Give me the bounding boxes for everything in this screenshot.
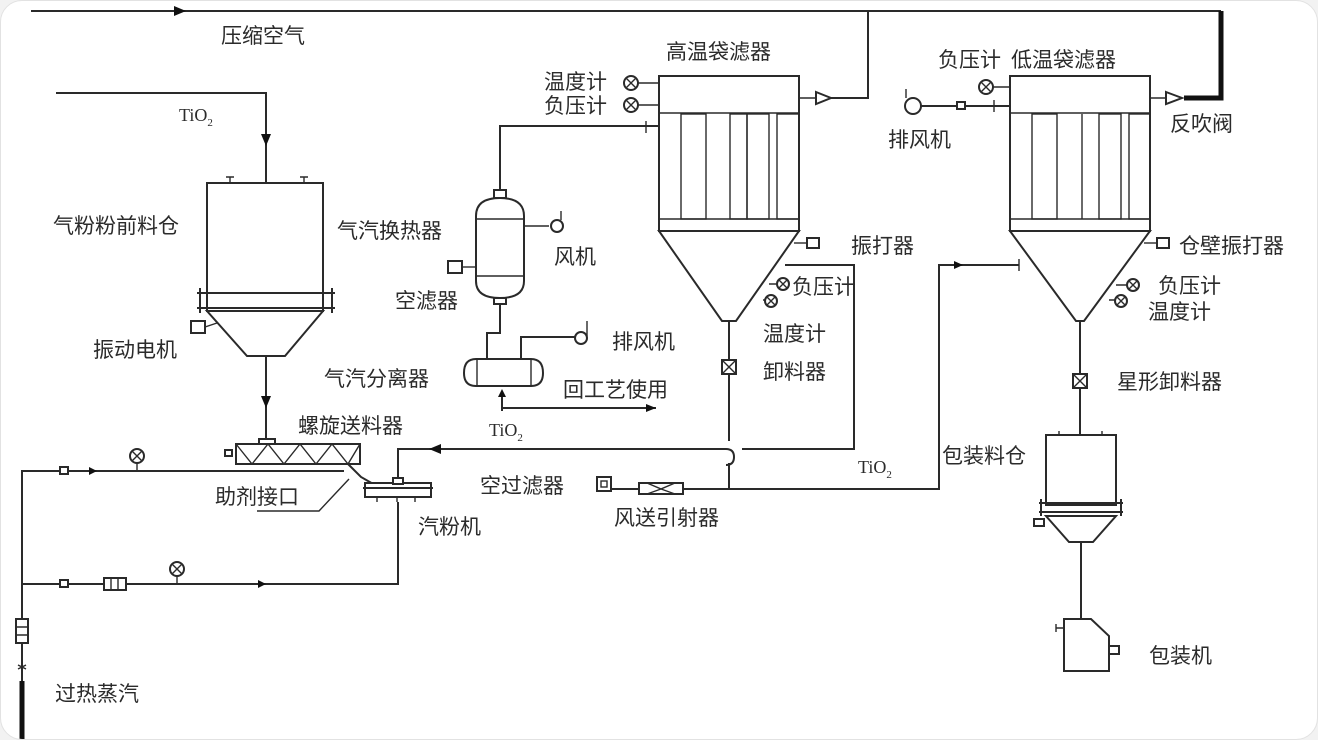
line-crossover bbox=[563, 448, 736, 466]
label-steam-mill: 汽粉机 bbox=[418, 515, 481, 539]
label-vibration-motor: 振动电机 bbox=[93, 338, 177, 362]
label-air-ejector: 风送引射器 bbox=[614, 506, 719, 530]
tio2-recycle-line bbox=[742, 264, 855, 450]
flow-arrow-icon bbox=[174, 6, 186, 16]
label-steam-heat-exchanger: 气汽换热器 bbox=[337, 219, 442, 243]
valve-icon bbox=[59, 466, 69, 475]
label-ht-cone-vacuum-gauge: 负压计 bbox=[792, 275, 855, 299]
label-ht-cone-thermometer: 温度计 bbox=[763, 322, 826, 346]
steam-trap-icon bbox=[15, 618, 29, 644]
flow-arrow-icon bbox=[646, 404, 656, 412]
rapper-icon bbox=[806, 237, 820, 249]
label-ht-vacuum-gauge: 负压计 bbox=[544, 94, 607, 118]
pre-mill-bin bbox=[190, 176, 335, 439]
label-packing-bin: 包装料仓 bbox=[942, 444, 1026, 468]
label-wall-rapper: 仓壁振打器 bbox=[1179, 234, 1284, 258]
steam-separator bbox=[462, 321, 656, 412]
blowback-valve-icon bbox=[815, 90, 834, 106]
flow-arrow-icon bbox=[954, 261, 963, 269]
label-steam-separator: 气汽分离器 bbox=[324, 367, 429, 391]
packing-machine bbox=[1055, 618, 1120, 672]
label-screw-feeder: 螺旋送料器 bbox=[298, 414, 403, 438]
low-temp-bag-filter bbox=[904, 75, 1185, 436]
steam-heat-exchanger bbox=[447, 125, 658, 363]
label-packing-machine: 包装机 bbox=[1149, 644, 1212, 668]
label-compressed-air: 压缩空气 bbox=[221, 24, 305, 48]
label-ht-thermometer: 温度计 bbox=[544, 70, 607, 94]
label-exhaust-fan-1: 排风机 bbox=[612, 330, 675, 354]
label-air-filter-2: 空过滤器 bbox=[480, 474, 564, 498]
flow-arrow-icon bbox=[429, 444, 441, 454]
flow-arrow-icon bbox=[89, 467, 97, 475]
additive-port-leader bbox=[257, 478, 350, 512]
label-ht-discharger: 卸料器 bbox=[763, 360, 826, 384]
vibration-motor-icon bbox=[190, 320, 206, 334]
high-temp-bag-filter bbox=[623, 75, 834, 489]
label-tio2-to-packing: TiO2 bbox=[858, 457, 892, 481]
label-lt-bag-filter: 低温袋滤器 bbox=[1011, 48, 1116, 72]
label-ht-rapper: 振打器 bbox=[851, 234, 914, 258]
label-ht-bag-filter: 高温袋滤器 bbox=[666, 40, 771, 64]
label-lt-cone-thermometer: 温度计 bbox=[1148, 300, 1211, 324]
fan-icon bbox=[550, 219, 564, 233]
steam-mill bbox=[363, 444, 563, 502]
flow-arrow-icon bbox=[261, 134, 271, 146]
pneumatic-conveying-line bbox=[596, 259, 1020, 495]
packing-bin bbox=[1033, 431, 1123, 618]
superheated-steam-line bbox=[15, 448, 399, 739]
label-return-to-process: 回工艺使用 bbox=[563, 378, 668, 402]
flow-arrow-icon bbox=[261, 396, 271, 408]
exhaust-fan-icon bbox=[904, 97, 922, 115]
air-filter-icon bbox=[447, 260, 463, 274]
label-blowback-valve: 反吹阀 bbox=[1170, 112, 1233, 136]
label-air-filter-1: 空滤器 bbox=[395, 289, 458, 313]
wall-rapper-icon bbox=[1156, 237, 1170, 249]
label-tio2-recycle: TiO2 bbox=[489, 420, 523, 444]
blowback-valve-icon bbox=[1165, 90, 1185, 106]
flow-arrow-icon bbox=[498, 389, 506, 397]
screw-feeder bbox=[224, 438, 376, 486]
valve-icon bbox=[59, 579, 69, 588]
valve-icon bbox=[956, 101, 966, 110]
label-lt-cone-vacuum-gauge: 负压计 bbox=[1158, 274, 1221, 298]
label-additive-port: 助剂接口 bbox=[215, 485, 299, 509]
flow-meter-icon bbox=[103, 577, 127, 591]
flow-arrow-icon bbox=[258, 580, 266, 588]
label-exhaust-fan-2: 排风机 bbox=[888, 128, 951, 152]
label-pre-mill-bin: 气粉粉前料仓 bbox=[53, 214, 179, 238]
label-lt-vacuum-gauge: 负压计 bbox=[938, 48, 1001, 72]
label-superheated-steam: 过热蒸汽 bbox=[55, 682, 139, 706]
air-filter-icon bbox=[596, 476, 612, 492]
exhaust-fan-icon bbox=[574, 331, 588, 345]
label-star-discharger: 星形卸料器 bbox=[1117, 370, 1222, 394]
label-tio2-feed: TiO2 bbox=[179, 105, 213, 129]
tio2-feed-line bbox=[56, 92, 271, 184]
compressed-air-line bbox=[31, 6, 1224, 101]
label-fan-1: 风机 bbox=[554, 245, 596, 269]
